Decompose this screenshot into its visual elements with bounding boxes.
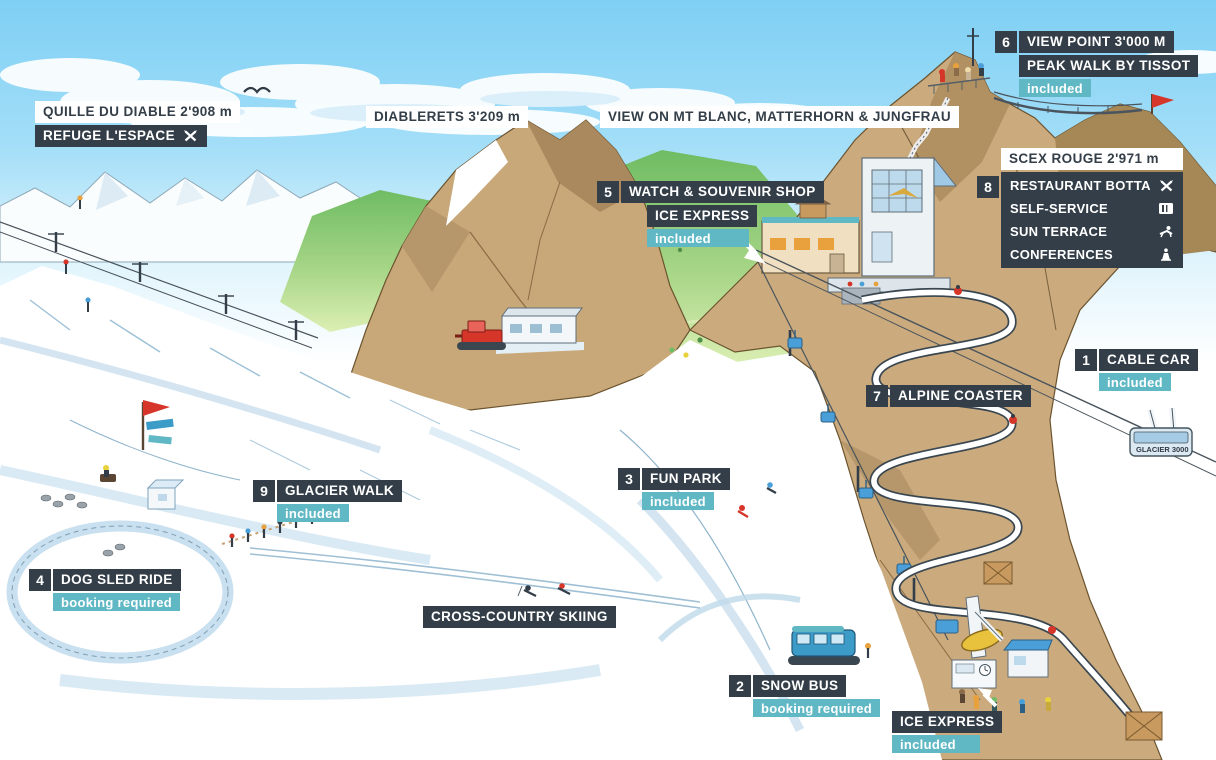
poi-title: ICE EXPRESS (892, 711, 1003, 733)
trail-signpost (141, 400, 174, 450)
shop-building (761, 193, 860, 274)
panel-row: RESTAURANT BOTTA (1001, 174, 1183, 197)
poi-number: 9 (253, 480, 275, 502)
poi-number: 8 (977, 176, 999, 198)
poi-number: 4 (29, 569, 51, 591)
poi-alpine-coaster[interactable]: 7 ALPINE COASTER (866, 385, 1031, 407)
status-badge: included (1019, 79, 1091, 97)
poi-fun-park[interactable]: 3 FUN PARK included (618, 468, 730, 510)
summit-flag (1151, 94, 1174, 114)
snow-bus (788, 626, 871, 665)
status-badge: booking required (53, 593, 180, 611)
ice-express-station (935, 595, 1053, 713)
poi-number: 1 (1075, 349, 1097, 371)
poi-title: SNOW BUS (753, 675, 847, 697)
poi-number: 2 (729, 675, 751, 697)
summit-people (939, 63, 984, 82)
label-view-banner: VIEW ON MT BLANC, MATTERHORN & JUNGFRAU (600, 106, 960, 128)
view-banner-text: VIEW ON MT BLANC, MATTERHORN & JUNGFRAU (600, 106, 960, 128)
poi-cable-car[interactable]: 1 CABLE CAR included (1075, 349, 1199, 391)
dog-sled-area (6, 465, 234, 664)
poi-number: 3 (618, 468, 640, 490)
maintenance-building (496, 307, 584, 354)
panel-row: CONFERENCES (1001, 243, 1183, 266)
row-label: CONFERENCES (1010, 247, 1113, 262)
poi-title: DOG SLED RIDE (53, 569, 181, 591)
peak-name: QUILLE DU DIABLE 2'908 m (35, 101, 241, 123)
status-badge: included (277, 504, 349, 522)
row-label: RESTAURANT BOTTA (1010, 178, 1151, 193)
entry-gate (951, 659, 997, 689)
restaurant-panel: 8 RESTAURANT BOTTA SELF-SERVICE SUN TERR… (977, 172, 1183, 268)
poi-scex-rouge[interactable]: SCEX ROUGE 2'971 m 8 RESTAURANT BOTTA SE… (977, 148, 1183, 268)
panel-row: SUN TERRACE (1001, 220, 1183, 243)
wooden-crates (983, 561, 1163, 741)
label-cross-country[interactable]: CROSS-COUNTRY SKIING (423, 606, 616, 628)
poi-snow-bus[interactable]: 2 SNOW BUS booking required (729, 675, 880, 717)
poi-title: WATCH & SOUVENIR SHOP (621, 181, 824, 203)
poi-subtitle: PEAK WALK BY TISSOT (1019, 55, 1199, 77)
snowcat (455, 320, 506, 350)
refuge-label: REFUGE L'ESPACE (43, 128, 175, 144)
status-badge: included (892, 735, 980, 753)
cabin-label: GLACIER 3000 (1136, 445, 1189, 454)
panel-row: SELF-SERVICE (1001, 197, 1183, 220)
poi-number: 6 (995, 31, 1017, 53)
poi-glacier-walk[interactable]: 9 GLACIER WALK included (253, 480, 403, 522)
utensils-icon (183, 129, 199, 143)
left-ski-lift (0, 195, 319, 349)
poi-title: ALPINE COASTER (890, 385, 1031, 407)
poi-watch-shop[interactable]: 5 WATCH & SOUVENIR SHOP ICE EXPRESS incl… (597, 181, 824, 247)
poi-title: CROSS-COUNTRY SKIING (423, 606, 616, 628)
refuge-bar: REFUGE L'ESPACE (35, 125, 207, 147)
status-badge: included (1099, 373, 1171, 391)
status-badge: included (647, 229, 749, 247)
poi-number: 7 (866, 385, 888, 407)
poi-title: GLACIER WALK (277, 480, 403, 502)
tray-icon (1158, 202, 1174, 216)
row-label: SUN TERRACE (1010, 224, 1108, 239)
poi-title: FUN PARK (642, 468, 730, 490)
label-diablerets: DIABLERETS 3'209 m (366, 106, 529, 128)
poi-sub-label: ICE EXPRESS (647, 205, 758, 227)
status-badge: booking required (753, 699, 880, 717)
poi-title: VIEW POINT 3'000 M (1019, 31, 1174, 53)
lectern-icon (1158, 248, 1174, 262)
status-badge: included (642, 492, 714, 510)
bird-icon (243, 86, 271, 94)
poi-number: 5 (597, 181, 619, 203)
peak-name: DIABLERETS 3'209 m (366, 106, 529, 128)
poi-ice-express-base[interactable]: ICE EXPRESS included (892, 711, 1003, 753)
poi-dog-sled[interactable]: 4 DOG SLED RIDE booking required (29, 569, 181, 611)
label-quille-du-diable: QUILLE DU DIABLE 2'908 m REFUGE L'ESPACE (35, 101, 241, 147)
poi-view-point[interactable]: 6 VIEW POINT 3'000 M PEAK WALK BY TISSOT… (995, 31, 1199, 97)
peak-walk-bridge (993, 91, 1143, 115)
deckchair-icon (1158, 225, 1174, 239)
utensils-icon (1158, 179, 1174, 193)
poi-title: CABLE CAR (1099, 349, 1199, 371)
cross-country-tracks (249, 547, 701, 609)
gondola-line (755, 257, 949, 641)
cable-car-cabin: GLACIER 3000 (1129, 407, 1193, 457)
peak-name: SCEX ROUGE 2'971 m (1001, 148, 1183, 170)
row-label: SELF-SERVICE (1010, 201, 1108, 216)
ice-cube-hut (146, 479, 185, 510)
kiosk (1002, 639, 1053, 678)
